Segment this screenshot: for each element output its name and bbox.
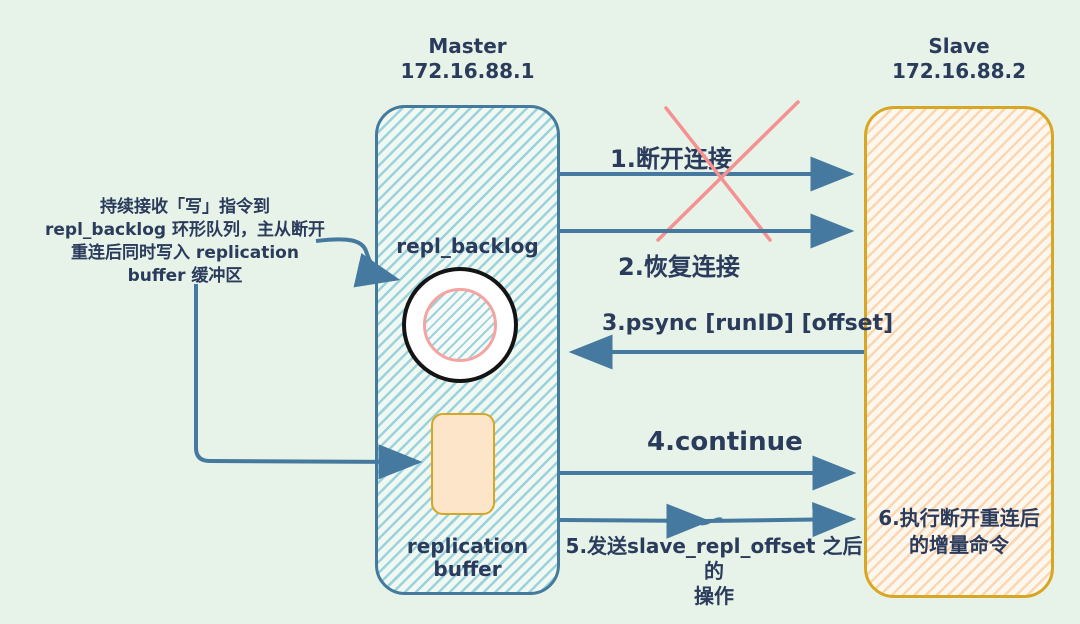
step1-label: 1.断开连接	[610, 145, 732, 173]
master-title-block: Master 172.16.88.1	[375, 34, 560, 84]
step6-label: 6.执行断开重连后 的增量命令	[878, 506, 1040, 557]
slave-title-block: Slave 172.16.88.2	[864, 34, 1054, 84]
repl-backlog-ring-inner	[423, 288, 497, 362]
step5-label: 5.发送slave_repl_offset 之后的 操作	[565, 534, 863, 608]
replication-buffer-rect	[431, 413, 495, 515]
slave-ip: 172.16.88.2	[891, 59, 1027, 83]
master-ip: 172.16.88.1	[400, 59, 535, 83]
master-title: Master	[428, 34, 507, 58]
cross-x-stroke-1	[664, 106, 772, 242]
annotation-text: 持续接收「写」指令到 repl_backlog 环形队列，主从断开 重连后同时写…	[44, 197, 326, 286]
step3-label: 3.psync [runID] [offset]	[602, 311, 894, 336]
step2-label: 2.恢复连接	[618, 253, 740, 281]
step4-label: 4.continue	[647, 427, 803, 457]
arrow-step-5	[559, 501, 857, 539]
arrow-step-5-knot	[692, 517, 723, 526]
repl-backlog-ring	[402, 267, 518, 383]
replication-buffer-label: replication buffer	[406, 534, 529, 581]
slave-title: Slave	[928, 34, 990, 58]
slave-node-box	[864, 106, 1054, 598]
repl-backlog-label: repl_backlog	[396, 234, 539, 258]
